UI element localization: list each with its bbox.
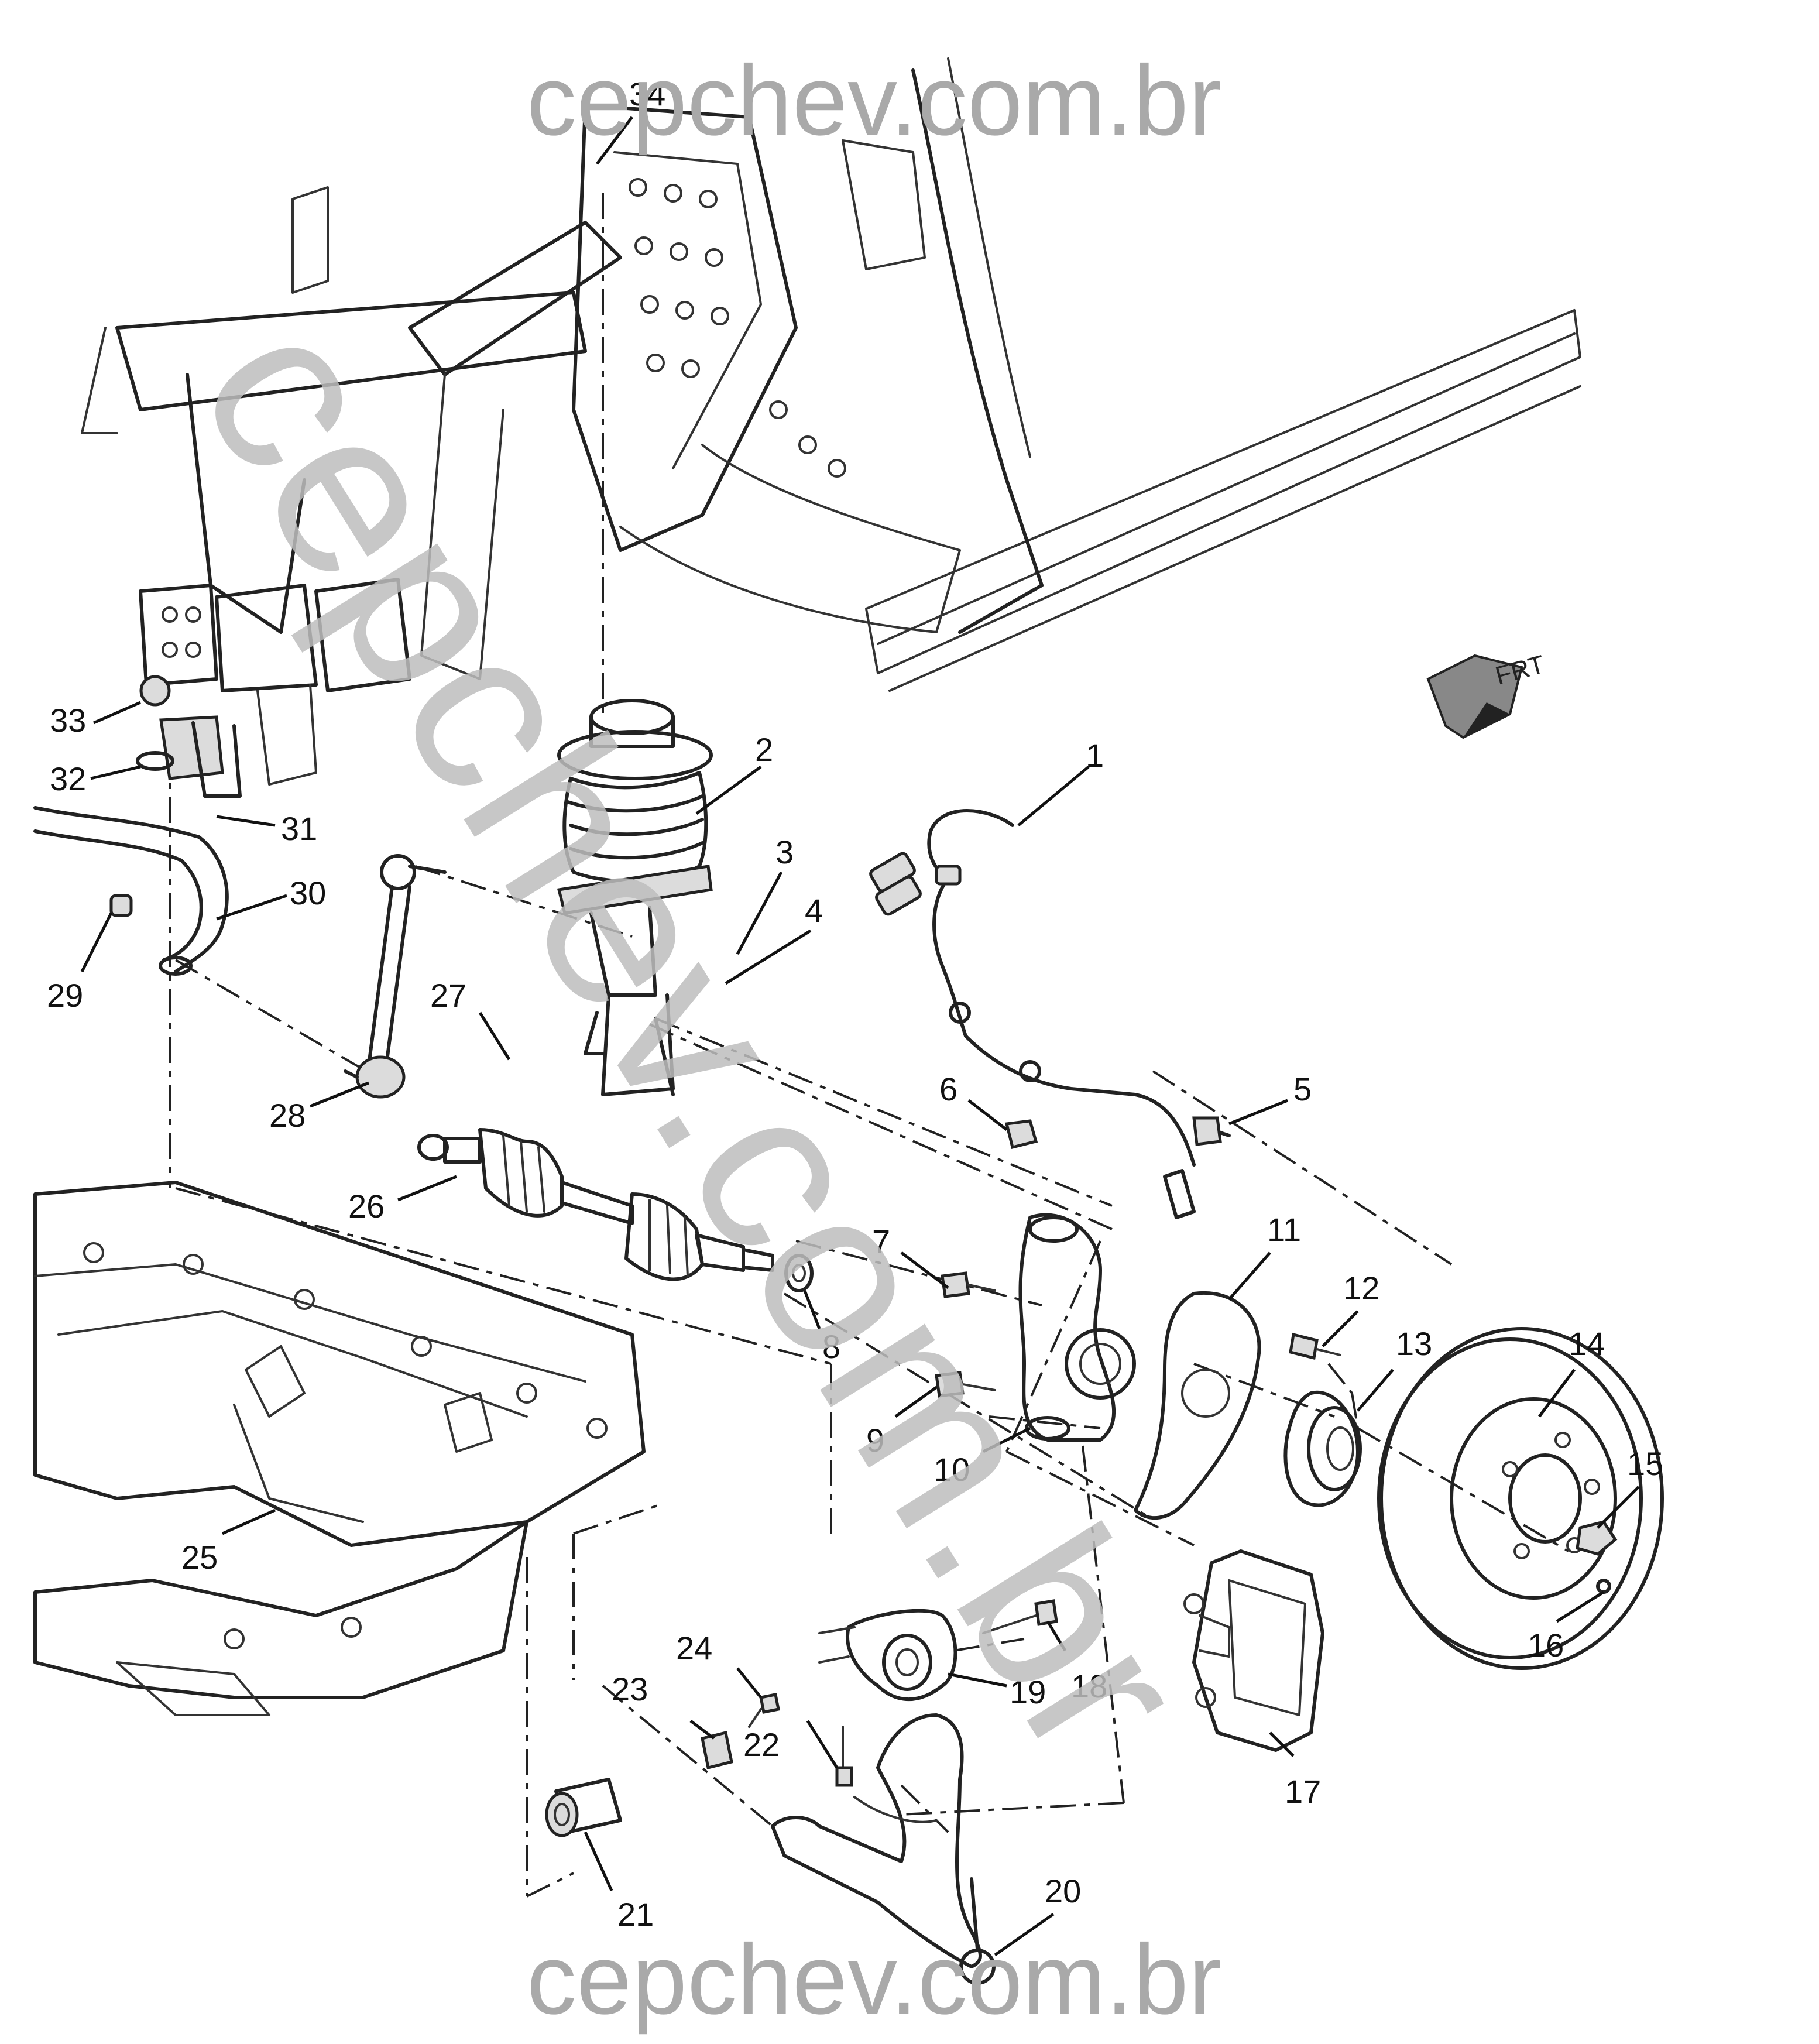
callout-16: 16 [1528,1627,1564,1664]
callout-5: 5 [1293,1071,1312,1107]
front-bushing [545,1778,622,1837]
callout-8: 8 [822,1328,840,1365]
callout-9: 9 [866,1422,884,1459]
callout-32: 32 [50,760,86,797]
callout-34: 34 [629,76,665,112]
watermark-diagonal: cepchev.com.br [150,274,1240,1800]
callout-23: 23 [612,1671,648,1707]
wheel-stud [1289,1332,1341,1360]
callout-27: 27 [430,977,466,1014]
callout-31: 31 [281,810,317,847]
callout-12: 12 [1343,1270,1379,1306]
callout-22: 22 [743,1726,780,1763]
callout-24: 24 [676,1630,712,1666]
callout-26: 26 [348,1188,385,1225]
watermark-bottom: cepchev.com.br [527,1924,1221,2035]
callout-13: 13 [1396,1325,1432,1362]
bolt-5 [1192,1116,1231,1146]
stabilizer-insulator-bracket [109,675,242,917]
drive-axle [417,1128,774,1281]
brake-caliper [1183,1549,1324,1752]
wheel-hub-bearing [1283,1390,1362,1507]
brake-splash-shield [1134,1291,1261,1520]
callout-4: 4 [805,892,823,929]
washer-8 [784,1254,814,1292]
watermark-top: cepchev.com.br [527,45,1221,156]
callout-29: 29 [47,977,83,1014]
callout-3: 3 [775,834,794,870]
brake-rotor [1377,1327,1664,1670]
bolts-7-9 [935,1271,996,1398]
callout-17: 17 [1285,1773,1321,1810]
callout-18: 18 [1071,1668,1107,1705]
callout-10: 10 [933,1451,970,1488]
callout-leaders [80,116,1640,1957]
stabilizer-bar [33,806,229,976]
callout-15: 15 [1627,1445,1663,1482]
callout-28: 28 [269,1097,306,1134]
strut-assembly [557,699,713,1096]
vehicle-body-structure [81,57,1581,786]
callout-1: 1 [1086,737,1104,774]
steering-knuckle [1018,1213,1136,1442]
front-direction-arrow-icon: FRT [1426,650,1548,739]
installation-lines [169,193,1570,1898]
front-frame-cradle [33,1181,646,1716]
callout-11: 11 [1267,1211,1301,1248]
callout-33: 33 [50,702,86,739]
callout-2: 2 [755,731,773,768]
callout-25: 25 [181,1539,218,1576]
stabilizer-link [344,854,447,1099]
front-label: FRT [1492,650,1548,690]
callout-21: 21 [617,1896,654,1933]
callout-14: 14 [1569,1325,1605,1362]
callout-30: 30 [290,874,326,911]
clip-6 [1004,1119,1038,1150]
callout-7: 7 [872,1223,890,1260]
wheel-speed-sensor [869,809,1196,1219]
callout-6: 6 [939,1071,957,1107]
callout-numbers: 1 2 3 4 5 6 7 8 9 10 11 12 13 14 15 16 1… [47,76,1663,1933]
fasteners-18-22-23-24 [701,1599,1058,1787]
rear-bushing-and-bracket [818,1609,957,1702]
callout-20: 20 [1045,1872,1081,1909]
callout-19: 19 [1010,1673,1046,1710]
lower-control-arm [771,1713,996,1985]
wheel-nut-and-screw [1576,1520,1618,1594]
